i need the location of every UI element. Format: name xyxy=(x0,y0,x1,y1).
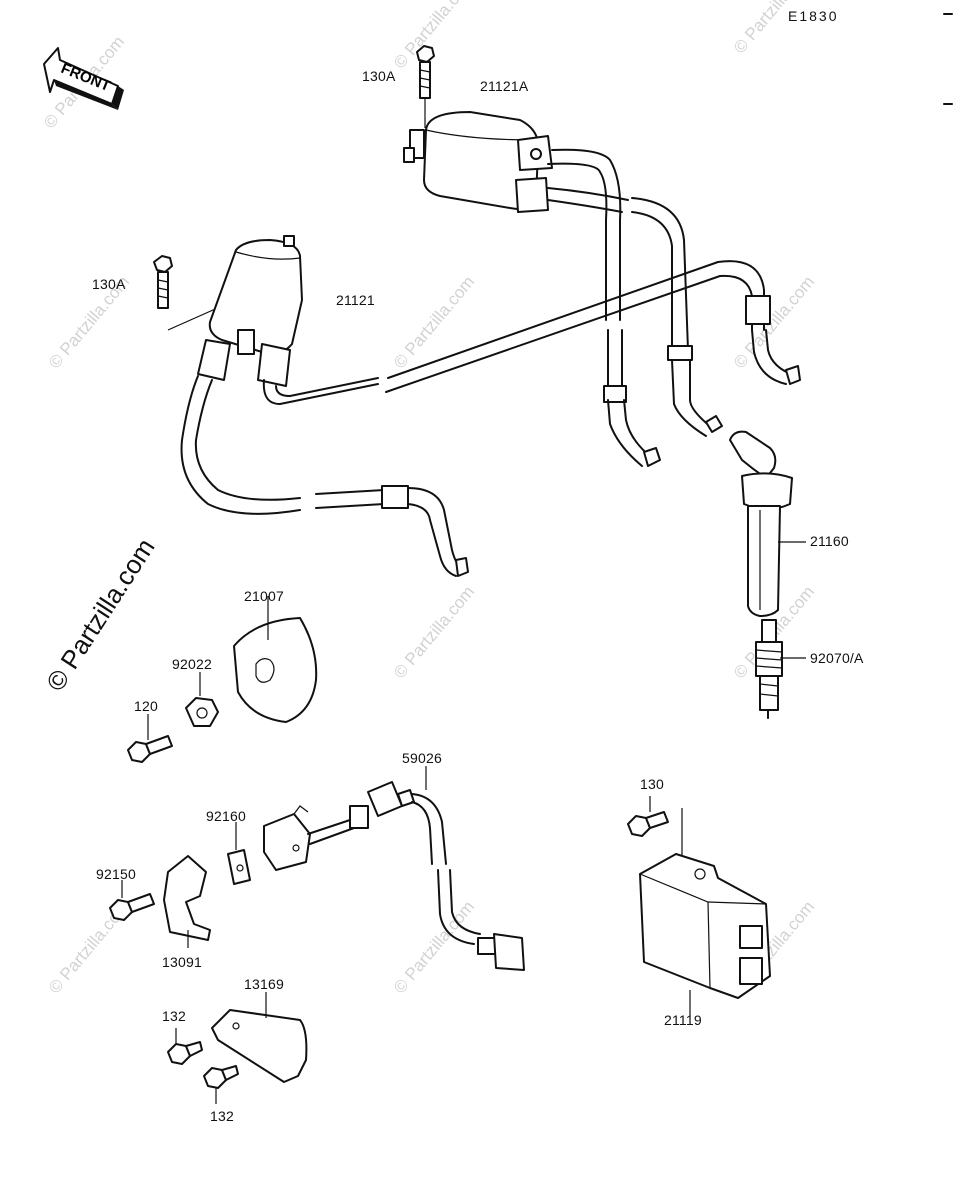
label-13169[interactable]: 13169 xyxy=(244,976,284,992)
bolt-120 xyxy=(127,714,173,763)
label-13091[interactable]: 13091 xyxy=(162,954,202,970)
label-130a-top[interactable]: 130A xyxy=(362,68,396,84)
label-120[interactable]: 120 xyxy=(134,698,158,714)
nut-92022 xyxy=(185,672,219,727)
label-132-upper[interactable]: 132 xyxy=(162,1008,186,1024)
label-130[interactable]: 130 xyxy=(640,776,664,792)
label-130a-left[interactable]: 130A xyxy=(92,276,126,292)
pickup-coil-59026 xyxy=(263,766,525,971)
bracket-13169 xyxy=(211,992,308,1083)
label-21119[interactable]: 21119 xyxy=(664,1012,702,1028)
bracket-13091 xyxy=(163,855,211,948)
high-tension-leads-upper xyxy=(547,148,723,467)
bolt-130a-top xyxy=(416,45,435,128)
label-92070a[interactable]: 92070/A xyxy=(810,650,864,666)
bolt-132-upper xyxy=(167,1028,203,1065)
high-tension-lead-long xyxy=(385,260,801,393)
label-21007[interactable]: 21007 xyxy=(244,588,284,604)
bolt-132-lower xyxy=(203,1065,239,1104)
timing-plate-21007 xyxy=(233,596,318,723)
spark-plug-92070a xyxy=(755,619,783,719)
label-92022[interactable]: 92022 xyxy=(172,656,212,672)
igniter-21119 xyxy=(639,853,771,1016)
bolt-92150 xyxy=(109,880,155,921)
label-59026[interactable]: 59026 xyxy=(402,750,442,766)
ignition-coil-21121a xyxy=(403,111,553,213)
gasket-92160 xyxy=(227,822,251,885)
high-tension-leads-lower xyxy=(180,375,469,577)
label-92160[interactable]: 92160 xyxy=(206,808,246,824)
label-92150[interactable]: 92150 xyxy=(96,866,136,882)
diagram-code: E1830 xyxy=(788,8,839,24)
spark-plug-cap-21160 xyxy=(729,430,793,617)
label-21121a[interactable]: 21121A xyxy=(480,78,529,94)
label-21121[interactable]: 21121 xyxy=(336,292,375,308)
ignition-coil-21121 xyxy=(197,235,303,387)
label-132-lower[interactable]: 132 xyxy=(210,1108,234,1124)
front-arrow-icon: FRONT xyxy=(43,47,124,110)
label-21160[interactable]: 21160 xyxy=(810,533,849,549)
bolt-130a-left xyxy=(153,255,173,309)
